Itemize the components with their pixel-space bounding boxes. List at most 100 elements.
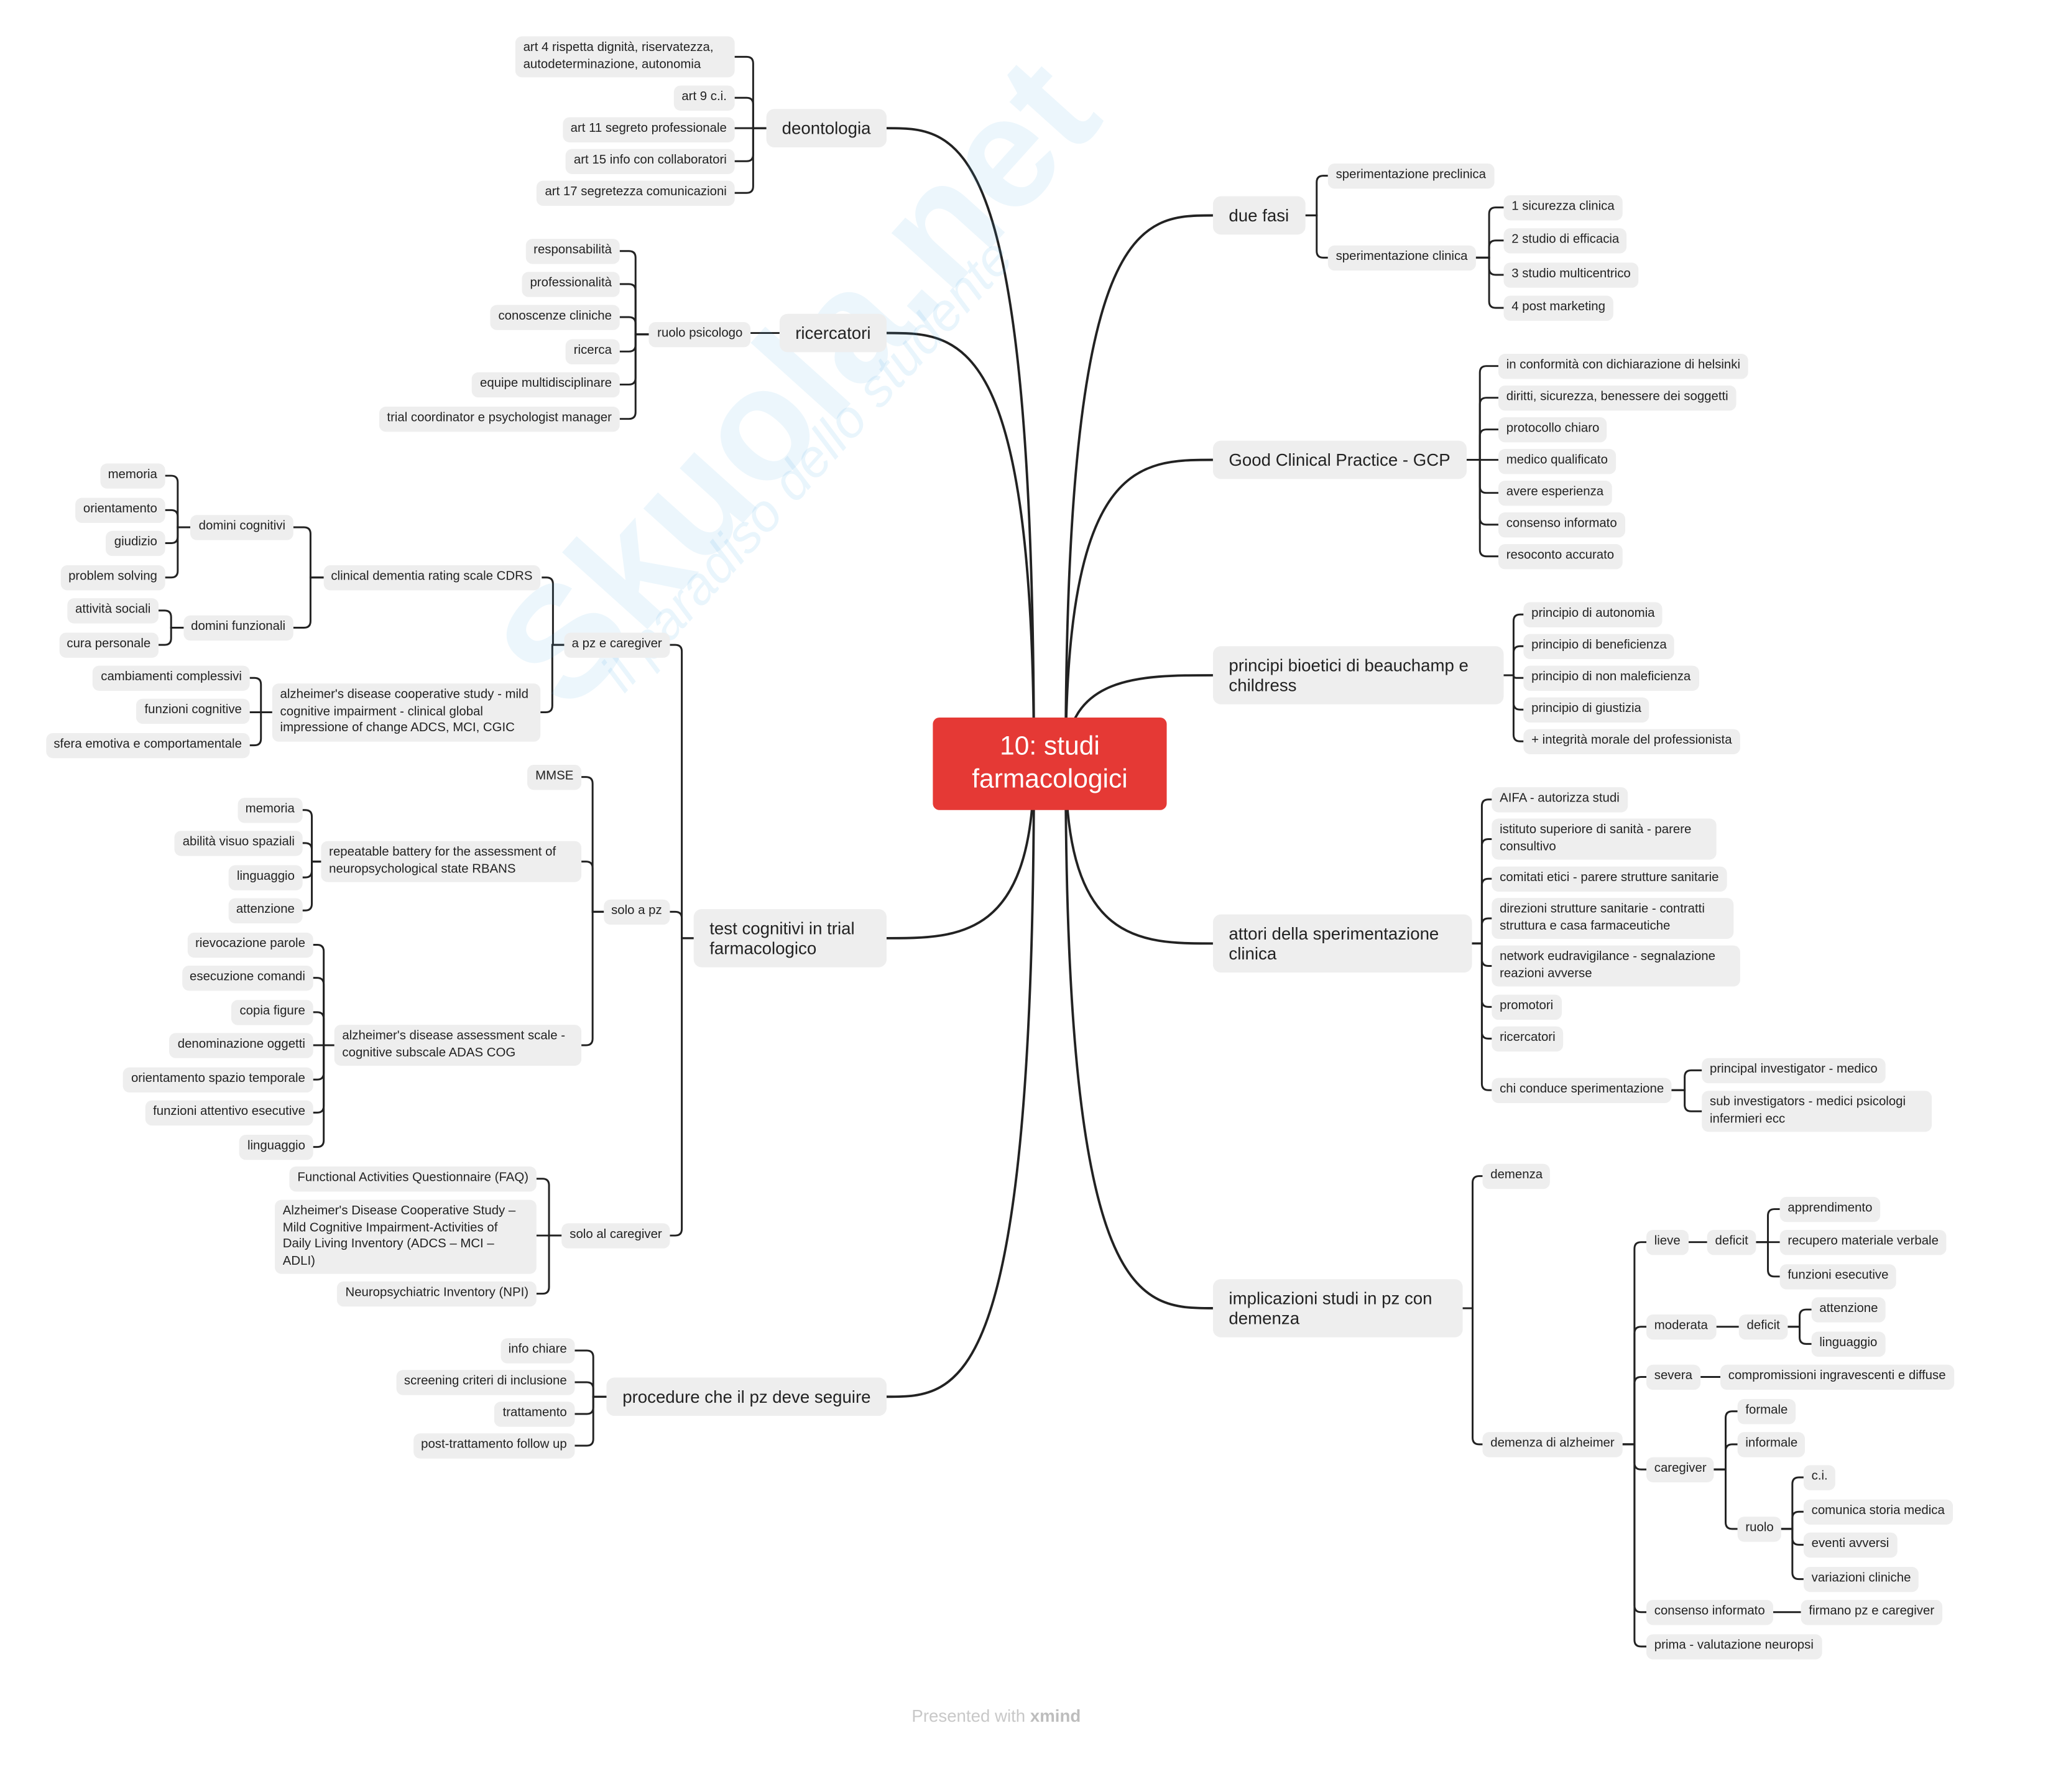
subtopic[interactable]: chi conduce sperimentazione: [1492, 1078, 1672, 1102]
subtopic[interactable]: sperimentazione preclinica: [1327, 163, 1494, 188]
subtopic[interactable]: linguaggio: [229, 865, 303, 890]
subtopic[interactable]: Alzheimer's Disease Cooperative Study – …: [275, 1199, 537, 1274]
subtopic[interactable]: direzioni strutture sanitarie - contratt…: [1492, 898, 1734, 939]
subtopic[interactable]: moderata: [1646, 1314, 1716, 1339]
subtopic[interactable]: caregiver: [1646, 1457, 1715, 1482]
main-topic-principi-bioetici[interactable]: principi bioetici di beauchamp e childre…: [1212, 646, 1504, 704]
subtopic[interactable]: apprendimento: [1779, 1196, 1881, 1222]
subtopic[interactable]: solo al caregiver: [561, 1223, 670, 1248]
subtopic[interactable]: alzheimer's disease assessment scale - c…: [334, 1025, 582, 1066]
subtopic[interactable]: comitati etici - parere strutture sanita…: [1492, 866, 1727, 891]
subtopic[interactable]: rievocazione parole: [187, 932, 313, 958]
subtopic[interactable]: principal investigator - medico: [1702, 1058, 1886, 1083]
subtopic[interactable]: art 15 info con collaboratori: [566, 149, 735, 173]
subtopic[interactable]: demenza di alzheimer: [1482, 1432, 1623, 1457]
subtopic[interactable]: 1 sicurezza clinica: [1503, 195, 1623, 220]
subtopic[interactable]: post-trattamento follow up: [413, 1433, 575, 1458]
subtopic[interactable]: linguaggio: [239, 1135, 313, 1160]
subtopic[interactable]: funzioni cognitive: [136, 698, 250, 724]
subtopic[interactable]: comunica storia medica: [1803, 1499, 1953, 1524]
subtopic[interactable]: sperimentazione clinica: [1327, 245, 1476, 270]
subtopic[interactable]: diritti, sicurezza, benessere dei sogget…: [1498, 386, 1737, 410]
central-topic[interactable]: 10: studi farmacologici: [933, 717, 1167, 810]
subtopic[interactable]: AIFA - autorizza studi: [1492, 787, 1628, 812]
subtopic[interactable]: esecuzione comandi: [182, 965, 313, 991]
subtopic[interactable]: ricercatori: [1492, 1026, 1564, 1051]
subtopic[interactable]: responsabilità: [525, 239, 620, 264]
subtopic[interactable]: trial coordinator e psychologist manager: [379, 407, 620, 432]
subtopic[interactable]: memoria: [99, 463, 165, 488]
subtopic[interactable]: sub investigators - medici psicologi inf…: [1702, 1091, 1932, 1132]
subtopic[interactable]: attività sociali: [67, 598, 159, 623]
subtopic[interactable]: principio di beneficienza: [1523, 634, 1675, 658]
subtopic[interactable]: principio di non maleficienza: [1523, 665, 1699, 690]
subtopic[interactable]: c.i.: [1803, 1465, 1836, 1490]
subtopic[interactable]: deficit: [1738, 1314, 1788, 1339]
subtopic[interactable]: attenzione: [228, 898, 303, 923]
subtopic[interactable]: equipe multidisciplinare: [472, 372, 620, 397]
subtopic[interactable]: consenso informato: [1646, 1600, 1773, 1625]
subtopic[interactable]: cura personale: [58, 632, 159, 657]
subtopic[interactable]: protocollo chiaro: [1498, 417, 1608, 442]
subtopic[interactable]: a pz e caregiver: [563, 632, 670, 657]
subtopic[interactable]: professionalità: [522, 272, 620, 297]
subtopic[interactable]: ricerca: [566, 339, 620, 364]
subtopic[interactable]: orientamento spazio temporale: [123, 1067, 313, 1092]
subtopic[interactable]: Functional Activities Questionnaire (FAQ…: [289, 1166, 537, 1191]
subtopic[interactable]: screening criteri di inclusione: [396, 1370, 575, 1395]
subtopic[interactable]: memoria: [237, 798, 303, 823]
subtopic[interactable]: attenzione: [1811, 1297, 1886, 1322]
subtopic[interactable]: repeatable battery for the assessment of…: [321, 841, 582, 882]
subtopic[interactable]: funzioni attentivo esecutive: [145, 1100, 313, 1125]
subtopic[interactable]: in conformità con dichiarazione di helsi…: [1498, 354, 1748, 379]
main-topic-test-cognitivi[interactable]: test cognitivi in trial farmacologico: [693, 909, 887, 968]
subtopic[interactable]: lieve: [1646, 1230, 1689, 1255]
subtopic[interactable]: MMSE: [527, 764, 582, 790]
subtopic[interactable]: 3 studio multicentrico: [1503, 262, 1639, 287]
main-topic-implicazioni[interactable]: implicazioni studi in pz con demenza: [1212, 1279, 1463, 1337]
subtopic[interactable]: problem solving: [60, 565, 165, 590]
subtopic[interactable]: + integrità morale del professionista: [1523, 729, 1740, 754]
subtopic[interactable]: art 11 segreto professionale: [562, 117, 735, 142]
subtopic[interactable]: firmano pz e caregiver: [1801, 1600, 1942, 1625]
subtopic[interactable]: copia figure: [231, 1000, 313, 1025]
main-topic-due-fasi[interactable]: due fasi: [1212, 196, 1305, 235]
subtopic[interactable]: domini cognitivi: [190, 515, 293, 540]
subtopic[interactable]: ruolo: [1737, 1517, 1782, 1541]
xmind-brand[interactable]: xmind: [1030, 1706, 1081, 1726]
subtopic[interactable]: conoscenze cliniche: [490, 305, 620, 330]
subtopic[interactable]: principio di autonomia: [1523, 602, 1663, 627]
subtopic[interactable]: art 9 c.i.: [673, 85, 735, 110]
subtopic[interactable]: domini funzionali: [183, 615, 293, 640]
subtopic[interactable]: severa: [1646, 1364, 1700, 1390]
subtopic[interactable]: deficit: [1707, 1230, 1756, 1255]
subtopic[interactable]: resoconto accurato: [1498, 544, 1622, 569]
subtopic[interactable]: avere esperienza: [1498, 481, 1612, 506]
subtopic[interactable]: art 17 segretezza comunicazioni: [537, 180, 735, 205]
subtopic[interactable]: compromissioni ingravescenti e diffuse: [1720, 1364, 1954, 1390]
subtopic[interactable]: art 4 rispetta dignità, riservatezza, au…: [515, 36, 735, 78]
subtopic[interactable]: istituto superiore di sanità - parere co…: [1492, 818, 1717, 860]
subtopic[interactable]: demenza: [1482, 1163, 1551, 1189]
subtopic[interactable]: abilità visuo spaziali: [174, 831, 303, 856]
subtopic[interactable]: cambiamenti complessivi: [93, 665, 250, 690]
subtopic[interactable]: solo a pz: [603, 899, 670, 925]
main-topic-ricercatori[interactable]: ricercatori: [779, 313, 887, 353]
subtopic[interactable]: sfera emotiva e comportamentale: [45, 732, 250, 758]
subtopic[interactable]: alzheimer's disease cooperative study - …: [272, 683, 541, 741]
subtopic[interactable]: 2 studio di efficacia: [1503, 228, 1628, 253]
main-topic-deontologia[interactable]: deontologia: [766, 109, 887, 147]
subtopic[interactable]: 4 post marketing: [1503, 295, 1613, 320]
subtopic[interactable]: clinical dementia rating scale CDRS: [323, 565, 541, 590]
subtopic[interactable]: funzioni esecutive: [1779, 1264, 1897, 1289]
subtopic[interactable]: variazioni cliniche: [1803, 1566, 1919, 1592]
subtopic[interactable]: denominazione oggetti: [169, 1033, 313, 1058]
subtopic[interactable]: giudizio: [106, 530, 165, 556]
subtopic[interactable]: linguaggio: [1811, 1331, 1886, 1356]
subtopic[interactable]: network eudravigilance - segnalazione re…: [1492, 945, 1740, 987]
subtopic[interactable]: ruolo psicologo: [649, 322, 751, 347]
main-topic-gcp[interactable]: Good Clinical Practice - GCP: [1212, 440, 1467, 479]
subtopic[interactable]: orientamento: [75, 497, 165, 522]
subtopic[interactable]: trattamento: [494, 1402, 575, 1426]
subtopic[interactable]: informale: [1737, 1432, 1806, 1457]
